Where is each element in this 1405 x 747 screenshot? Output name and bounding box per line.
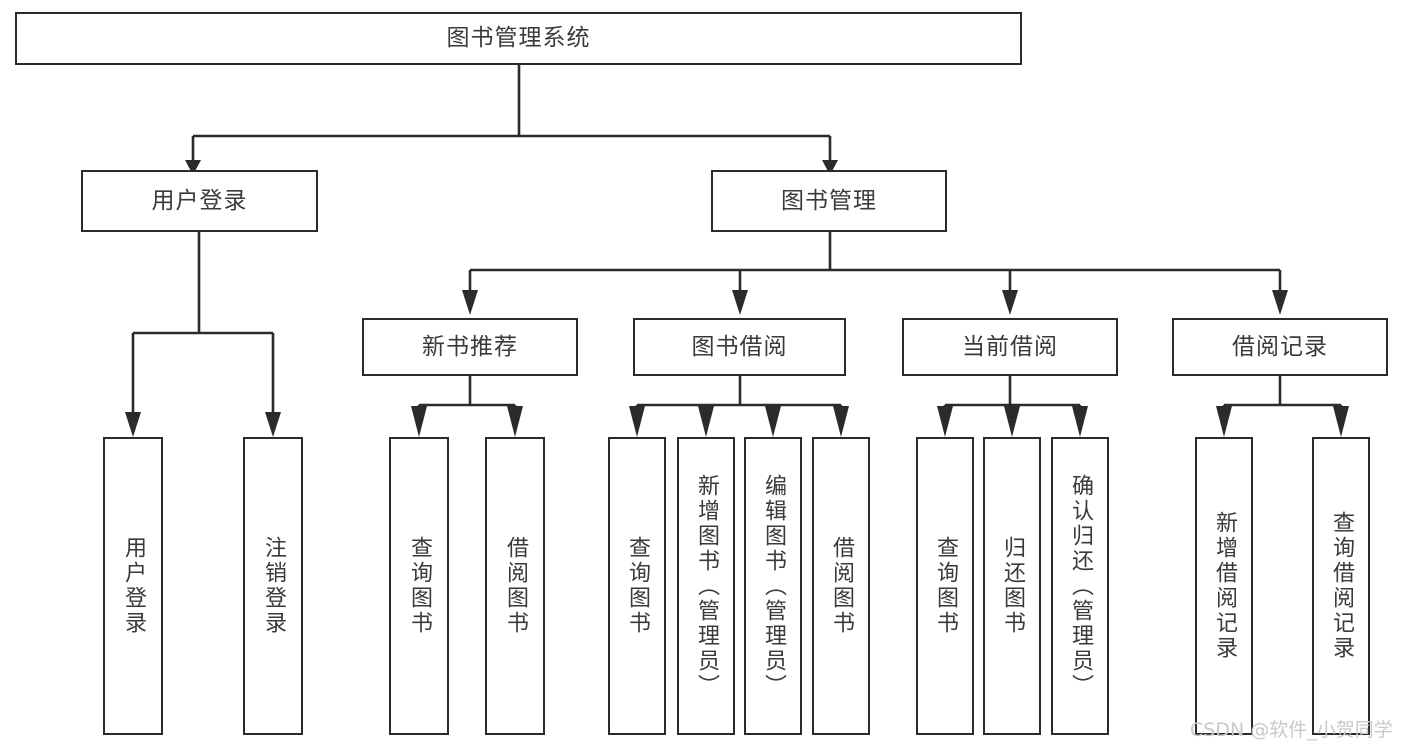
node-leaf-query-record[interactable]: 查询借阅记录 [1312,437,1370,735]
node-user-login[interactable]: 用户登录 [81,170,318,232]
node-leaf-query-book-1[interactable]: 查询图书 [389,437,449,735]
node-leaf-borrow-book-2-label: 借阅图书 [829,536,854,636]
node-book-manage[interactable]: 图书管理 [711,170,947,232]
node-leaf-logout-label: 注销登录 [261,536,286,636]
node-borrow-record-label: 借阅记录 [1232,333,1328,360]
node-leaf-borrow-book-1-label: 借阅图书 [503,536,528,636]
node-root[interactable]: 图书管理系统 [15,12,1022,65]
node-current-borrow[interactable]: 当前借阅 [902,318,1118,376]
node-leaf-borrow-book-1[interactable]: 借阅图书 [485,437,545,735]
node-leaf-query-book-2[interactable]: 查询图书 [608,437,666,735]
node-new-book-recommend[interactable]: 新书推荐 [362,318,578,376]
node-leaf-user-login-label: 用户登录 [121,536,146,636]
node-user-login-label: 用户登录 [151,187,248,214]
node-new-book-recommend-label: 新书推荐 [422,333,518,360]
watermark: CSDN @软件_小贺同学 [1190,719,1393,741]
node-leaf-query-book-2-label: 查询图书 [625,536,650,636]
node-leaf-query-book-3[interactable]: 查询图书 [916,437,974,735]
node-leaf-add-book[interactable]: 新增图书（管理员） [677,437,735,735]
node-leaf-query-record-label: 查询借阅记录 [1329,511,1354,661]
node-leaf-edit-book[interactable]: 编辑图书（管理员） [744,437,802,735]
node-book-manage-label: 图书管理 [781,187,877,214]
node-leaf-return-book-label: 归还图书 [1000,536,1025,636]
node-leaf-borrow-book-2[interactable]: 借阅图书 [812,437,870,735]
node-leaf-query-book-1-label: 查询图书 [407,536,432,636]
node-leaf-query-book-3-label: 查询图书 [933,536,958,636]
node-leaf-logout[interactable]: 注销登录 [243,437,303,735]
node-leaf-add-book-label: 新增图书（管理员） [694,473,719,699]
node-book-borrow-label: 图书借阅 [691,333,788,360]
node-borrow-record[interactable]: 借阅记录 [1172,318,1388,376]
node-leaf-add-record-label: 新增借阅记录 [1212,511,1237,661]
node-current-borrow-label: 当前借阅 [962,333,1058,360]
node-leaf-return-book[interactable]: 归还图书 [983,437,1041,735]
node-root-label: 图书管理系统 [446,25,591,52]
node-leaf-edit-book-label: 编辑图书（管理员） [761,473,786,699]
node-leaf-add-record[interactable]: 新增借阅记录 [1195,437,1253,735]
node-leaf-confirm-return[interactable]: 确认归还（管理员） [1051,437,1109,735]
node-leaf-confirm-return-label: 确认归还（管理员） [1068,473,1093,699]
node-leaf-user-login[interactable]: 用户登录 [103,437,163,735]
node-book-borrow[interactable]: 图书借阅 [633,318,846,376]
